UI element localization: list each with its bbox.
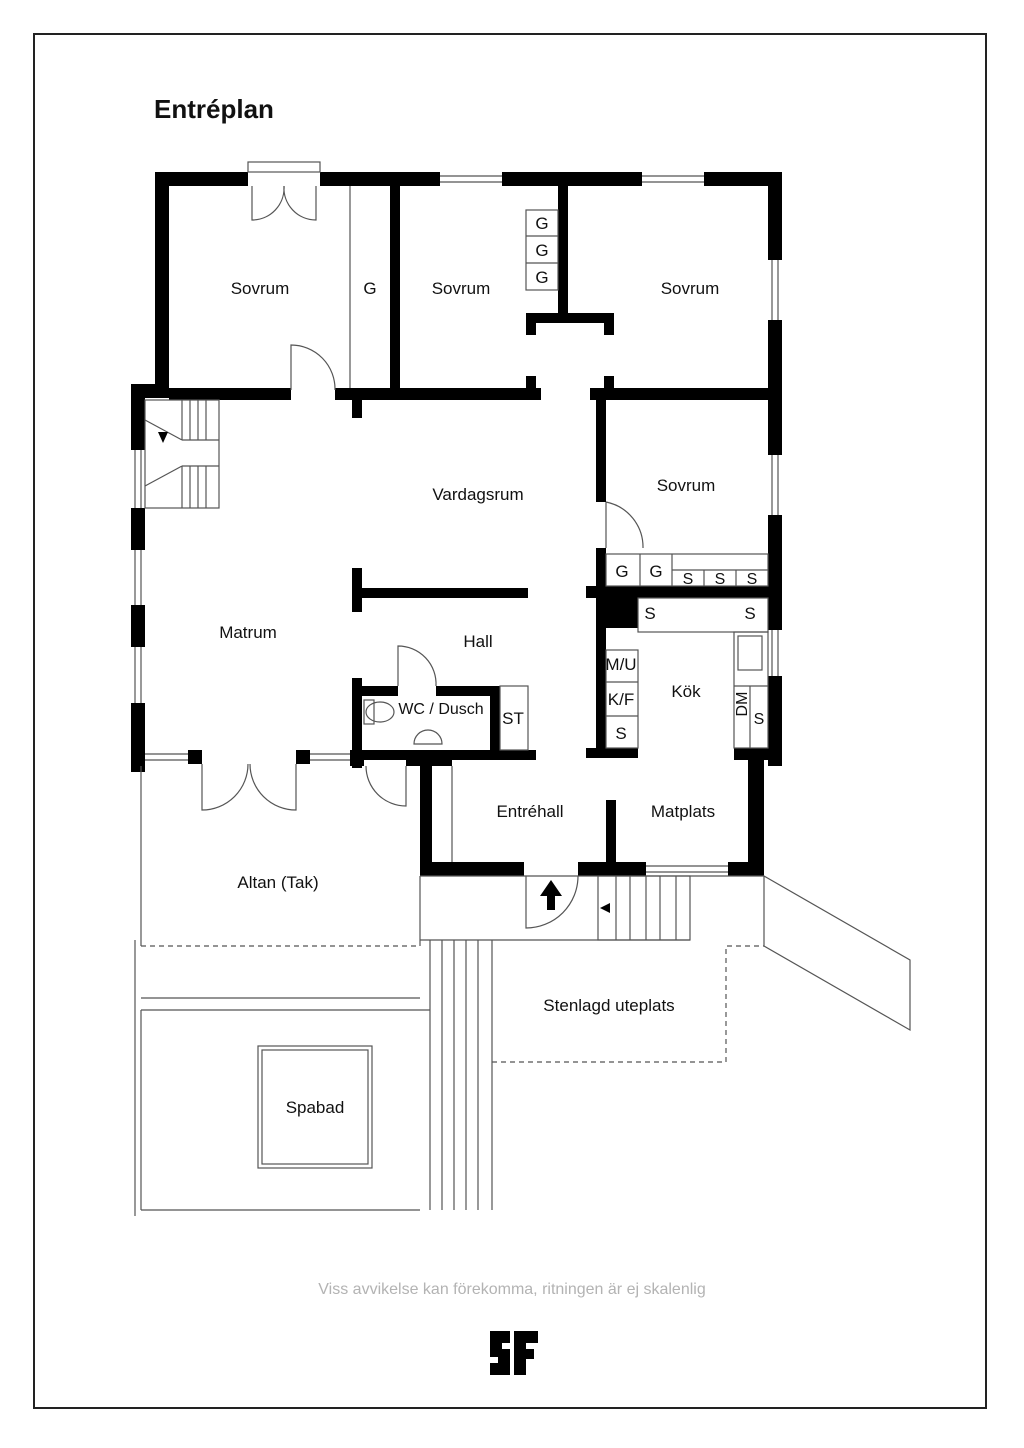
label-sovrum-4: Sovrum [657,476,716,495]
label-s-1: S [683,571,694,588]
label-kf: K/F [608,690,634,709]
label-vardagsrum: Vardagsrum [432,485,523,504]
label-mu: M/U [605,655,636,674]
label-kok: Kök [671,682,701,701]
thin-lines [134,161,911,1216]
label-uteplats: Stenlagd uteplats [543,996,674,1015]
label-g-stack-3: G [535,268,548,287]
company-logo-icon [490,1331,538,1375]
label-sovrum-1: Sovrum [231,279,290,298]
label-altan: Altan (Tak) [237,873,318,892]
label-s-kitchen-3: S [615,724,626,743]
label-g-b: G [649,562,662,581]
label-g-closet-1: G [363,279,376,298]
floor-title: Entréplan [154,94,274,124]
label-matplats: Matplats [651,802,715,821]
room-labels: Sovrum G Sovrum G G G Sovrum Vardagsrum … [219,214,764,1117]
label-s-2: S [715,571,726,588]
arrows [158,432,610,913]
label-g-stack-1: G [535,214,548,233]
label-g-stack-2: G [535,241,548,260]
page-frame [33,33,987,1409]
label-matrum: Matrum [219,623,277,642]
label-hall: Hall [463,632,492,651]
walls [131,172,782,876]
label-dm: DM [734,692,751,717]
label-s-3: S [747,571,758,588]
label-st: ST [502,709,524,728]
disclaimer-text: Viss avvikelse kan förekomma, ritningen … [318,1281,706,1298]
label-g-a: G [615,562,628,581]
doors [201,185,644,929]
label-entrehall: Entréhall [496,802,563,821]
label-sovrum-3: Sovrum [661,279,720,298]
label-s-kitchen-2: S [744,604,755,623]
label-sovrum-2: Sovrum [432,279,491,298]
label-s-kitchen-1: S [644,604,655,623]
label-spabad: Spabad [286,1098,345,1117]
label-wc-dusch: WC / Dusch [398,701,483,718]
label-s-kitchen-4: S [754,711,765,728]
